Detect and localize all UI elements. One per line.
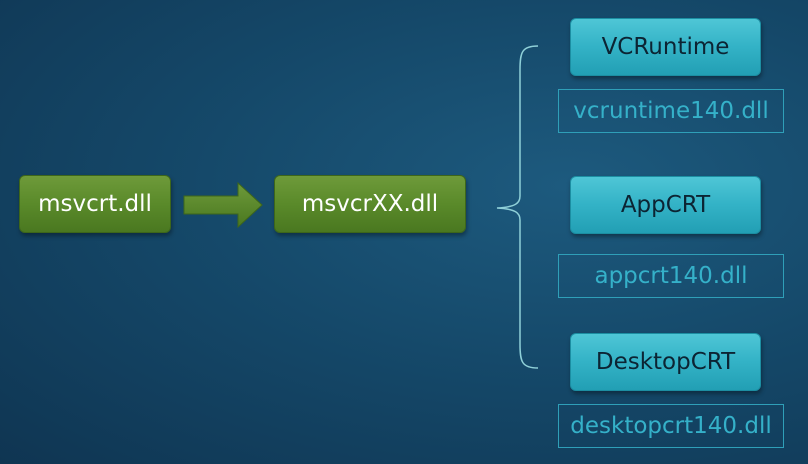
appcrt-label: AppCRT xyxy=(620,192,711,218)
appcrt-dll-label: appcrt140.dll xyxy=(594,263,748,289)
desktopcrt-dll-label: desktopcrt140.dll xyxy=(570,413,772,439)
desktopcrt-node: DesktopCRT xyxy=(570,333,761,391)
msvcrt-label: msvcrt.dll xyxy=(38,191,152,217)
msvcrxx-node: msvcrXX.dll xyxy=(274,175,466,233)
vcruntime-dll-box: vcruntime140.dll xyxy=(558,89,784,133)
brace-bracket xyxy=(496,45,539,369)
desktopcrt-label: DesktopCRT xyxy=(595,349,736,375)
msvcrxx-label: msvcrXX.dll xyxy=(301,191,439,217)
vcruntime-node: VCRuntime xyxy=(570,18,761,76)
vcruntime-dll-label: vcruntime140.dll xyxy=(573,98,769,124)
appcrt-dll-box: appcrt140.dll xyxy=(558,254,784,298)
appcrt-node: AppCRT xyxy=(570,176,761,234)
right-arrow xyxy=(183,181,263,229)
vcruntime-label: VCRuntime xyxy=(601,34,730,60)
desktopcrt-dll-box: desktopcrt140.dll xyxy=(558,404,784,448)
msvcrt-node: msvcrt.dll xyxy=(19,175,171,233)
